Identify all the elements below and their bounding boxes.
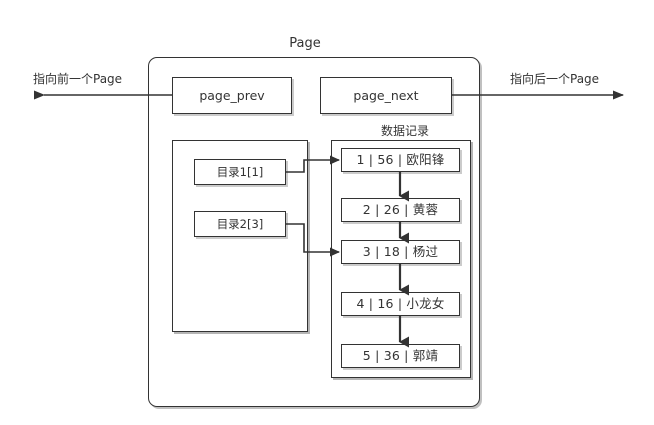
record-row-4-label: 4 | 16 | 小龙女 (356, 296, 445, 312)
next-pointer-label: 指向后一个Page (510, 72, 600, 86)
page-prev-box[interactable]: page_prev (172, 77, 292, 114)
record-row-5[interactable]: 5 | 36 | 郭靖 (341, 344, 460, 368)
directory-entry-2[interactable]: 目录2[3] (194, 211, 286, 237)
record-row-3[interactable]: 3 | 18 | 杨过 (341, 240, 460, 264)
record-row-5-label: 5 | 36 | 郭靖 (362, 348, 439, 364)
record-row-2-label: 2 | 26 | 黄蓉 (362, 202, 439, 218)
directory-entry-2-label: 目录2[3] (216, 216, 264, 231)
records-container (331, 140, 471, 378)
prev-pointer-label: 指向前一个Page (33, 72, 123, 86)
record-row-4[interactable]: 4 | 16 | 小龙女 (341, 292, 460, 316)
record-row-3-label: 3 | 18 | 杨过 (362, 244, 439, 260)
record-row-1-label: 1 | 56 | 欧阳锋 (356, 152, 445, 168)
page-next-box[interactable]: page_next (320, 77, 452, 114)
page-next-label: page_next (353, 87, 419, 103)
record-row-1[interactable]: 1 | 56 | 欧阳锋 (341, 148, 460, 172)
page-container (148, 57, 480, 407)
record-row-2[interactable]: 2 | 26 | 黄蓉 (341, 198, 460, 222)
directory-entry-1-label: 目录1[1] (216, 164, 264, 179)
page-title: Page (289, 36, 321, 51)
directory-entry-1[interactable]: 目录1[1] (194, 159, 286, 185)
records-group-label: 数据记录 (380, 124, 429, 138)
page-prev-label: page_prev (199, 87, 265, 103)
